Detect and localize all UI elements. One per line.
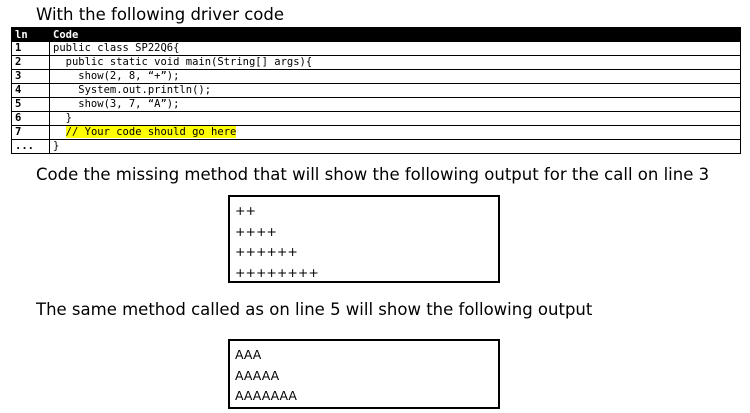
highlighted-comment: // Your code should go here xyxy=(65,126,237,138)
code-table-header: ln Code xyxy=(11,27,741,42)
header-code: Code xyxy=(49,27,741,42)
output-line: ++ xyxy=(235,203,256,218)
code-line-highlighted: // Your code should go here xyxy=(49,125,741,140)
code-row: 3 show(2, 8, “+”); xyxy=(11,69,741,84)
output-line: AAAAA xyxy=(235,367,280,383)
code-line: show(3, 7, “A”); xyxy=(49,97,741,112)
output-line: ++++++++ xyxy=(235,264,319,280)
line-number: 4 xyxy=(11,83,50,98)
code-line: public static void main(String[] args){ xyxy=(49,55,741,70)
output-line: AAA xyxy=(235,347,262,362)
intro-heading: With the following driver code xyxy=(36,5,285,24)
header-line-number: ln xyxy=(11,27,50,42)
line-number: 6 xyxy=(11,111,50,126)
code-line: show(2, 8, “+”); xyxy=(49,69,741,84)
code-row: ... } xyxy=(11,139,741,154)
code-row: 5 show(3, 7, “A”); xyxy=(11,97,741,112)
code-row: 6 } xyxy=(11,111,741,126)
code-row: 4 System.out.println(); xyxy=(11,83,741,98)
instruction-text: Code the missing method that will show t… xyxy=(36,165,710,184)
line-number: 3 xyxy=(11,69,50,84)
output-line: AAAAAAA xyxy=(235,388,297,403)
code-line: public class SP22Q6{ xyxy=(49,41,741,56)
line-number: 5 xyxy=(11,97,50,112)
line-number: 7 xyxy=(11,125,50,140)
code-row: 1 public class SP22Q6{ xyxy=(11,41,741,56)
line-number: 2 xyxy=(11,55,50,70)
output-box-line5: AAA AAAAA AAAAAAA xyxy=(228,339,500,409)
line-number: 1 xyxy=(11,41,50,56)
code-table: ln Code 1 public class SP22Q6{ 2 public … xyxy=(11,27,741,154)
code-row: 2 public static void main(String[] args)… xyxy=(11,55,741,70)
code-line: System.out.println(); xyxy=(49,83,741,98)
code-row: 7 // Your code should go here xyxy=(11,125,741,140)
code-line: } xyxy=(49,111,741,126)
output-box-line3: ++ ++++ ++++++ ++++++++ xyxy=(228,195,500,283)
instruction-text-2: The same method called as on line 5 will… xyxy=(36,300,593,319)
line-number: ... xyxy=(11,139,50,154)
code-line: } xyxy=(49,139,741,154)
output-line: ++++++ xyxy=(235,244,298,259)
output-line: ++++ xyxy=(235,223,277,239)
